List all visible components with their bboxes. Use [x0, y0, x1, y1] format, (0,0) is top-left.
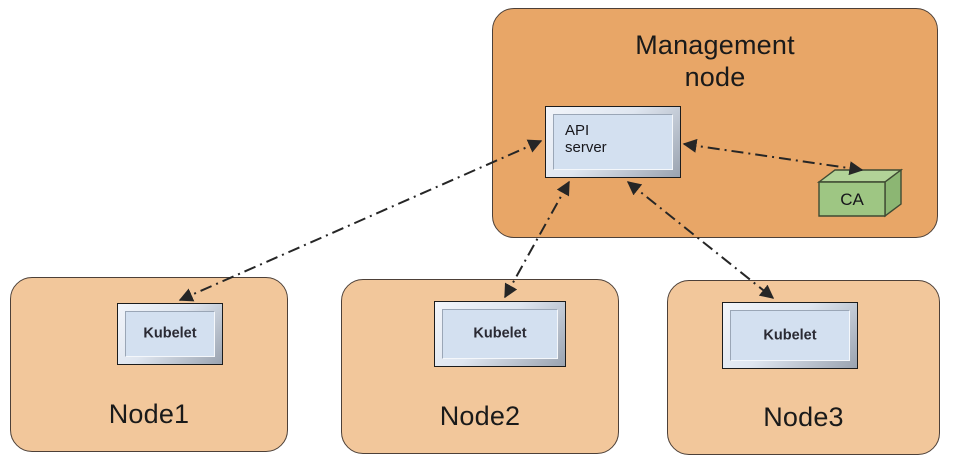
api-server-inner: API server: [553, 114, 673, 170]
node2-label: Node2: [439, 401, 521, 431]
api-server-box[interactable]: API server: [545, 106, 681, 178]
kubelet-node3-label: Kubelet: [763, 327, 817, 343]
kubelet-node1-box[interactable]: Kubelet: [117, 303, 223, 365]
node3-label: Node3: [763, 402, 844, 432]
kubelet-node2-inner: Kubelet: [442, 309, 558, 359]
ca-front-face: [818, 181, 886, 217]
api-server-label: API server: [565, 122, 607, 156]
kubelet-node3-inner: Kubelet: [730, 310, 850, 361]
kubelet-node1-inner: Kubelet: [125, 311, 215, 357]
kubelet-node2-label: Kubelet: [473, 325, 527, 342]
node1-label: Node1: [108, 399, 190, 429]
management-node-label: Management node: [635, 30, 795, 92]
connector-api-kubelet-node2: [504, 180, 570, 299]
connector-api-ca: [682, 138, 864, 176]
kubelet-node2-box[interactable]: Kubelet: [434, 301, 566, 367]
kubelet-node1-label: Kubelet: [143, 325, 197, 342]
connector-api-kubelet-node3: [626, 181, 775, 299]
ca-label: CA: [840, 190, 864, 209]
connector-api-kubelet-node1: [178, 139, 543, 302]
kubelet-node3-box[interactable]: Kubelet: [722, 302, 858, 369]
